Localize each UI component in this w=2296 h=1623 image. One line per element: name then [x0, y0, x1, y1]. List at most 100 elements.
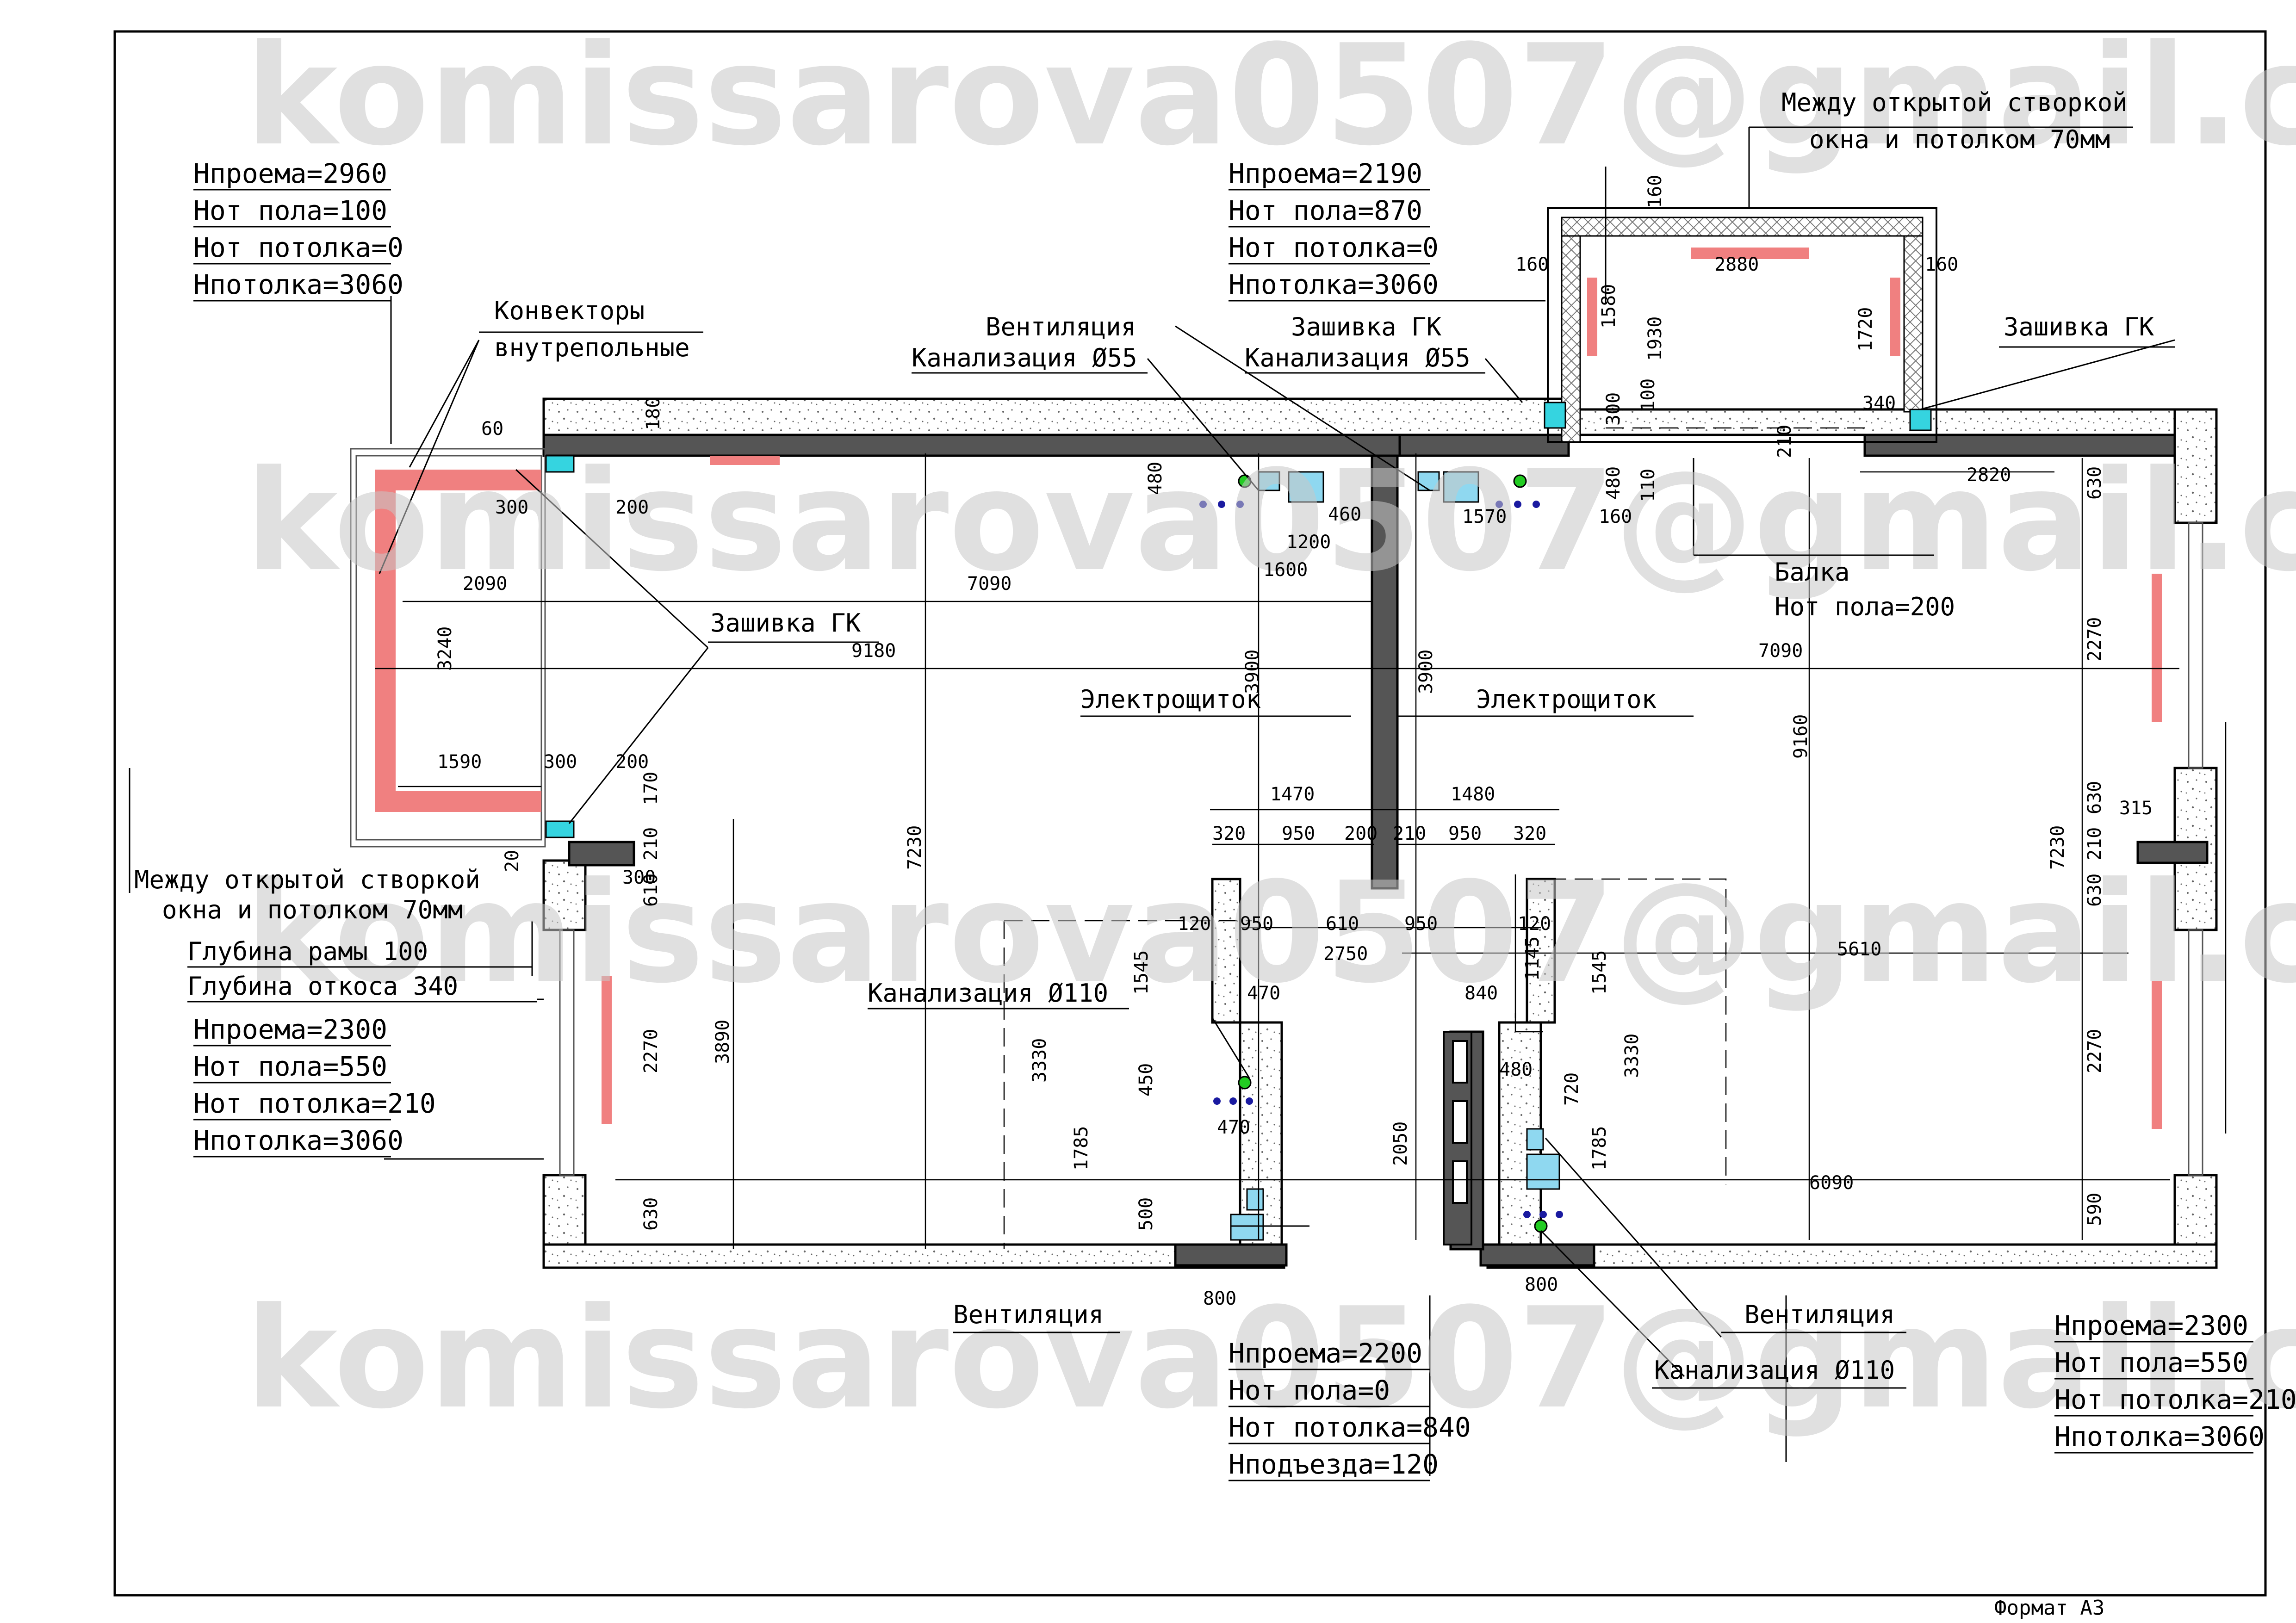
right-windows [559, 522, 2203, 1176]
dimension-value: 120 [1518, 913, 1551, 935]
spec-line: Hпотолка=3060 [1229, 269, 1439, 300]
gk-label-top: Зашивка ГК [1291, 312, 1442, 341]
dimension-value: 1785 [1071, 1126, 1092, 1171]
spec-line: Hподъезда=120 [1229, 1449, 1439, 1480]
window-gap-label-top: Между открытой створкой [1781, 88, 2128, 117]
dimension-value: 1580 [1598, 284, 1620, 328]
dimension-value: 3330 [1029, 1038, 1050, 1083]
spec-line: Hпотолка=3060 [193, 1125, 403, 1156]
dimension-value: 2750 [1323, 943, 1368, 965]
dimension-value: 120 [1178, 913, 1211, 935]
watermark-2: komissarova0507@gmail.com [245, 440, 2296, 602]
dimension-value: 200 [615, 497, 649, 518]
dimension-value: 480 [1499, 1059, 1533, 1080]
dimension-value: 5610 [1837, 939, 1881, 960]
spec-line: Hот потолка=840 [1229, 1412, 1471, 1443]
electro-label-right: Электрощиток [1476, 685, 1657, 714]
dimension-value: 300 [495, 497, 528, 518]
dimension-value: 315 [2119, 798, 2153, 819]
dimension-value: 320 [1212, 823, 1246, 844]
dimension-value: 1590 [437, 751, 482, 773]
utilities [1230, 471, 1560, 1241]
dimension-value: 2050 [1390, 1121, 1411, 1166]
sheet-frame [113, 30, 2267, 1597]
slope-depth-label: Глубина откоса 340 [187, 972, 458, 1001]
ventilation-label-right: Вентиляция [1744, 1300, 1895, 1329]
vertical-shaft [1443, 1031, 1472, 1245]
dimension-value: 3900 [1415, 650, 1437, 694]
dimension-value: 3240 [434, 626, 456, 671]
dimension-value: 950 [1404, 913, 1438, 935]
dimension-value: 1200 [1286, 532, 1331, 553]
dimension-value: 1470 [1270, 784, 1315, 805]
dimension-value: 210 [1393, 823, 1426, 844]
dimension-value: 210 [1774, 425, 1795, 458]
spec-line: Hпроема=2960 [193, 158, 387, 189]
annotations: Между открытой створкой окна и потолком … [134, 88, 2175, 1389]
spec-line: Hот потолка=210 [2054, 1384, 2296, 1415]
watermarks: komissarova0507@gmail.com komissarova050… [245, 15, 2296, 1439]
spec-line: Hот пола=550 [193, 1051, 387, 1082]
spec-line: Hот потолка=210 [193, 1088, 436, 1119]
dimension-value: 1785 [1589, 1126, 1610, 1171]
sewer110-label-right: Канализация Ø110 [1654, 1356, 1895, 1385]
dimension-value: 630 [2084, 466, 2105, 500]
gk-label-right: Зашивка ГК [2004, 312, 2154, 341]
spec-block-top-mid: Hпроема=2190 Hот пола=870 Hот потолка=0 … [1229, 158, 1545, 302]
dimension-value: 630 [640, 1197, 662, 1231]
dimension-value: 100 [1638, 378, 1659, 412]
dimension-value: 300 [622, 867, 656, 888]
dimension-value: 110 [1638, 469, 1659, 502]
beam-label: Балка [1775, 558, 1850, 587]
window-gap-label-top: окна и потолком 70мм [1809, 125, 2110, 154]
dimension-value: 840 [1464, 983, 1498, 1004]
dimension-value: 300 [544, 751, 577, 773]
watermark-3: komissarova0507@gmail.com [245, 852, 2296, 1014]
watermark-4: komissarova0507@gmail.com [245, 1278, 2296, 1439]
dimension-value: 340 [1862, 393, 1896, 414]
dimension-value: 3330 [1621, 1034, 1643, 1078]
dimension-value: 2090 [463, 573, 507, 595]
spec-line: Hот пола=550 [2054, 1347, 2248, 1378]
format-label: Формат А3 [1994, 1596, 2104, 1620]
dimension-value: 2880 [1714, 254, 1759, 275]
dimension-value: 7230 [2047, 825, 2068, 870]
dimension-value: 1930 [1644, 316, 1666, 361]
dimension-value: 200 [615, 751, 649, 773]
dimension-value: 160 [1644, 175, 1666, 208]
spec-block-mid-left: Hпроема=2300 Hот пола=550 Hот потолка=21… [193, 1014, 436, 1158]
dimension-value: 1480 [1451, 784, 1495, 805]
dimension-value: 950 [1448, 823, 1482, 844]
spec-line: Hпотолка=3060 [193, 269, 403, 300]
dimension-value: 3900 [1242, 650, 1263, 694]
spec-line: Hпроема=2190 [1229, 158, 1422, 189]
sewer55-label-left: Канализация Ø55 [912, 343, 1137, 372]
dimension-value: 60 [481, 418, 503, 440]
sewer110-label-left: Канализация Ø110 [868, 979, 1108, 1008]
dimension-value: 320 [1513, 823, 1546, 844]
dimension-value: 3890 [712, 1020, 733, 1064]
dimension-value: 480 [1145, 462, 1166, 495]
window-gap-label-left: Между открытой створкой [134, 865, 480, 894]
dimension-value: 2270 [2084, 1029, 2105, 1073]
dimension-lines [375, 427, 2227, 1249]
convectors [375, 248, 2162, 1129]
dimension-value: 590 [2084, 1193, 2105, 1226]
dimension-value: 2270 [640, 1029, 662, 1073]
spec-line: Hпроема=2200 [1229, 1338, 1422, 1369]
dimension-value: 470 [1217, 1117, 1250, 1138]
dimension-value: 9160 [1790, 714, 1812, 759]
dimension-value: 950 [1282, 823, 1315, 844]
dimension-value: 1545 [1131, 950, 1152, 995]
gk-label-left: Зашивка ГК [710, 608, 861, 638]
dimension-value: 160 [1599, 506, 1632, 527]
spec-block-bottom-mid: Hпроема=2200 Hот пола=0 Hот потолка=840 … [1229, 1338, 1471, 1481]
dimension-value: 7090 [1758, 640, 1803, 662]
dimension-labels-v: 180 3240 7230 3890 2270 630 170 210 610 … [434, 175, 2105, 1231]
left-window-frame [350, 448, 546, 848]
spec-line: Hпроема=2300 [193, 1014, 387, 1045]
dimension-value: 610 [640, 873, 662, 907]
dimension-value: 180 [643, 397, 664, 430]
dimension-value: 20 [502, 850, 523, 872]
dimension-labels-h: 60 300 200 2090 7090 9180 1590 300 200 1… [437, 254, 2153, 1309]
